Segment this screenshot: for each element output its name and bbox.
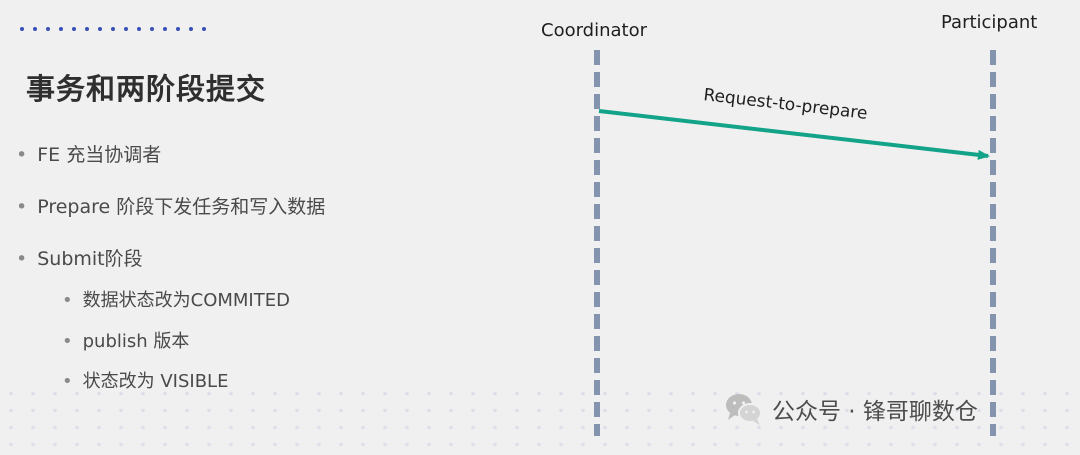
bullet-item: Prepare 阶段下发任务和写入数据 [16,192,325,219]
slide-title: 事务和两阶段提交 [26,72,267,106]
sub-bullet-item: publish 版本 [62,327,190,353]
participant-label: Participant [941,12,1038,33]
decorative-dot-pattern [0,385,1080,455]
watermark-text: 公众号 · 锋哥聊数仓 [772,399,978,425]
title-dot-divider [20,27,206,31]
message-label: Request-to-prepare [702,85,868,124]
sub-bullet-item: 数据状态改为COMMITED [62,286,290,312]
bullet-item: Submit阶段 [16,244,142,271]
coordinator-label: Coordinator [541,20,648,41]
wechat-icon [726,394,762,425]
request-to-prepare-arrow [598,109,990,160]
sub-bullet-item: 状态改为 VISIBLE [62,367,229,393]
bullet-item: FE 充当协调者 [16,140,161,167]
watermark: 公众号 · 锋哥聊数仓 [724,392,978,426]
